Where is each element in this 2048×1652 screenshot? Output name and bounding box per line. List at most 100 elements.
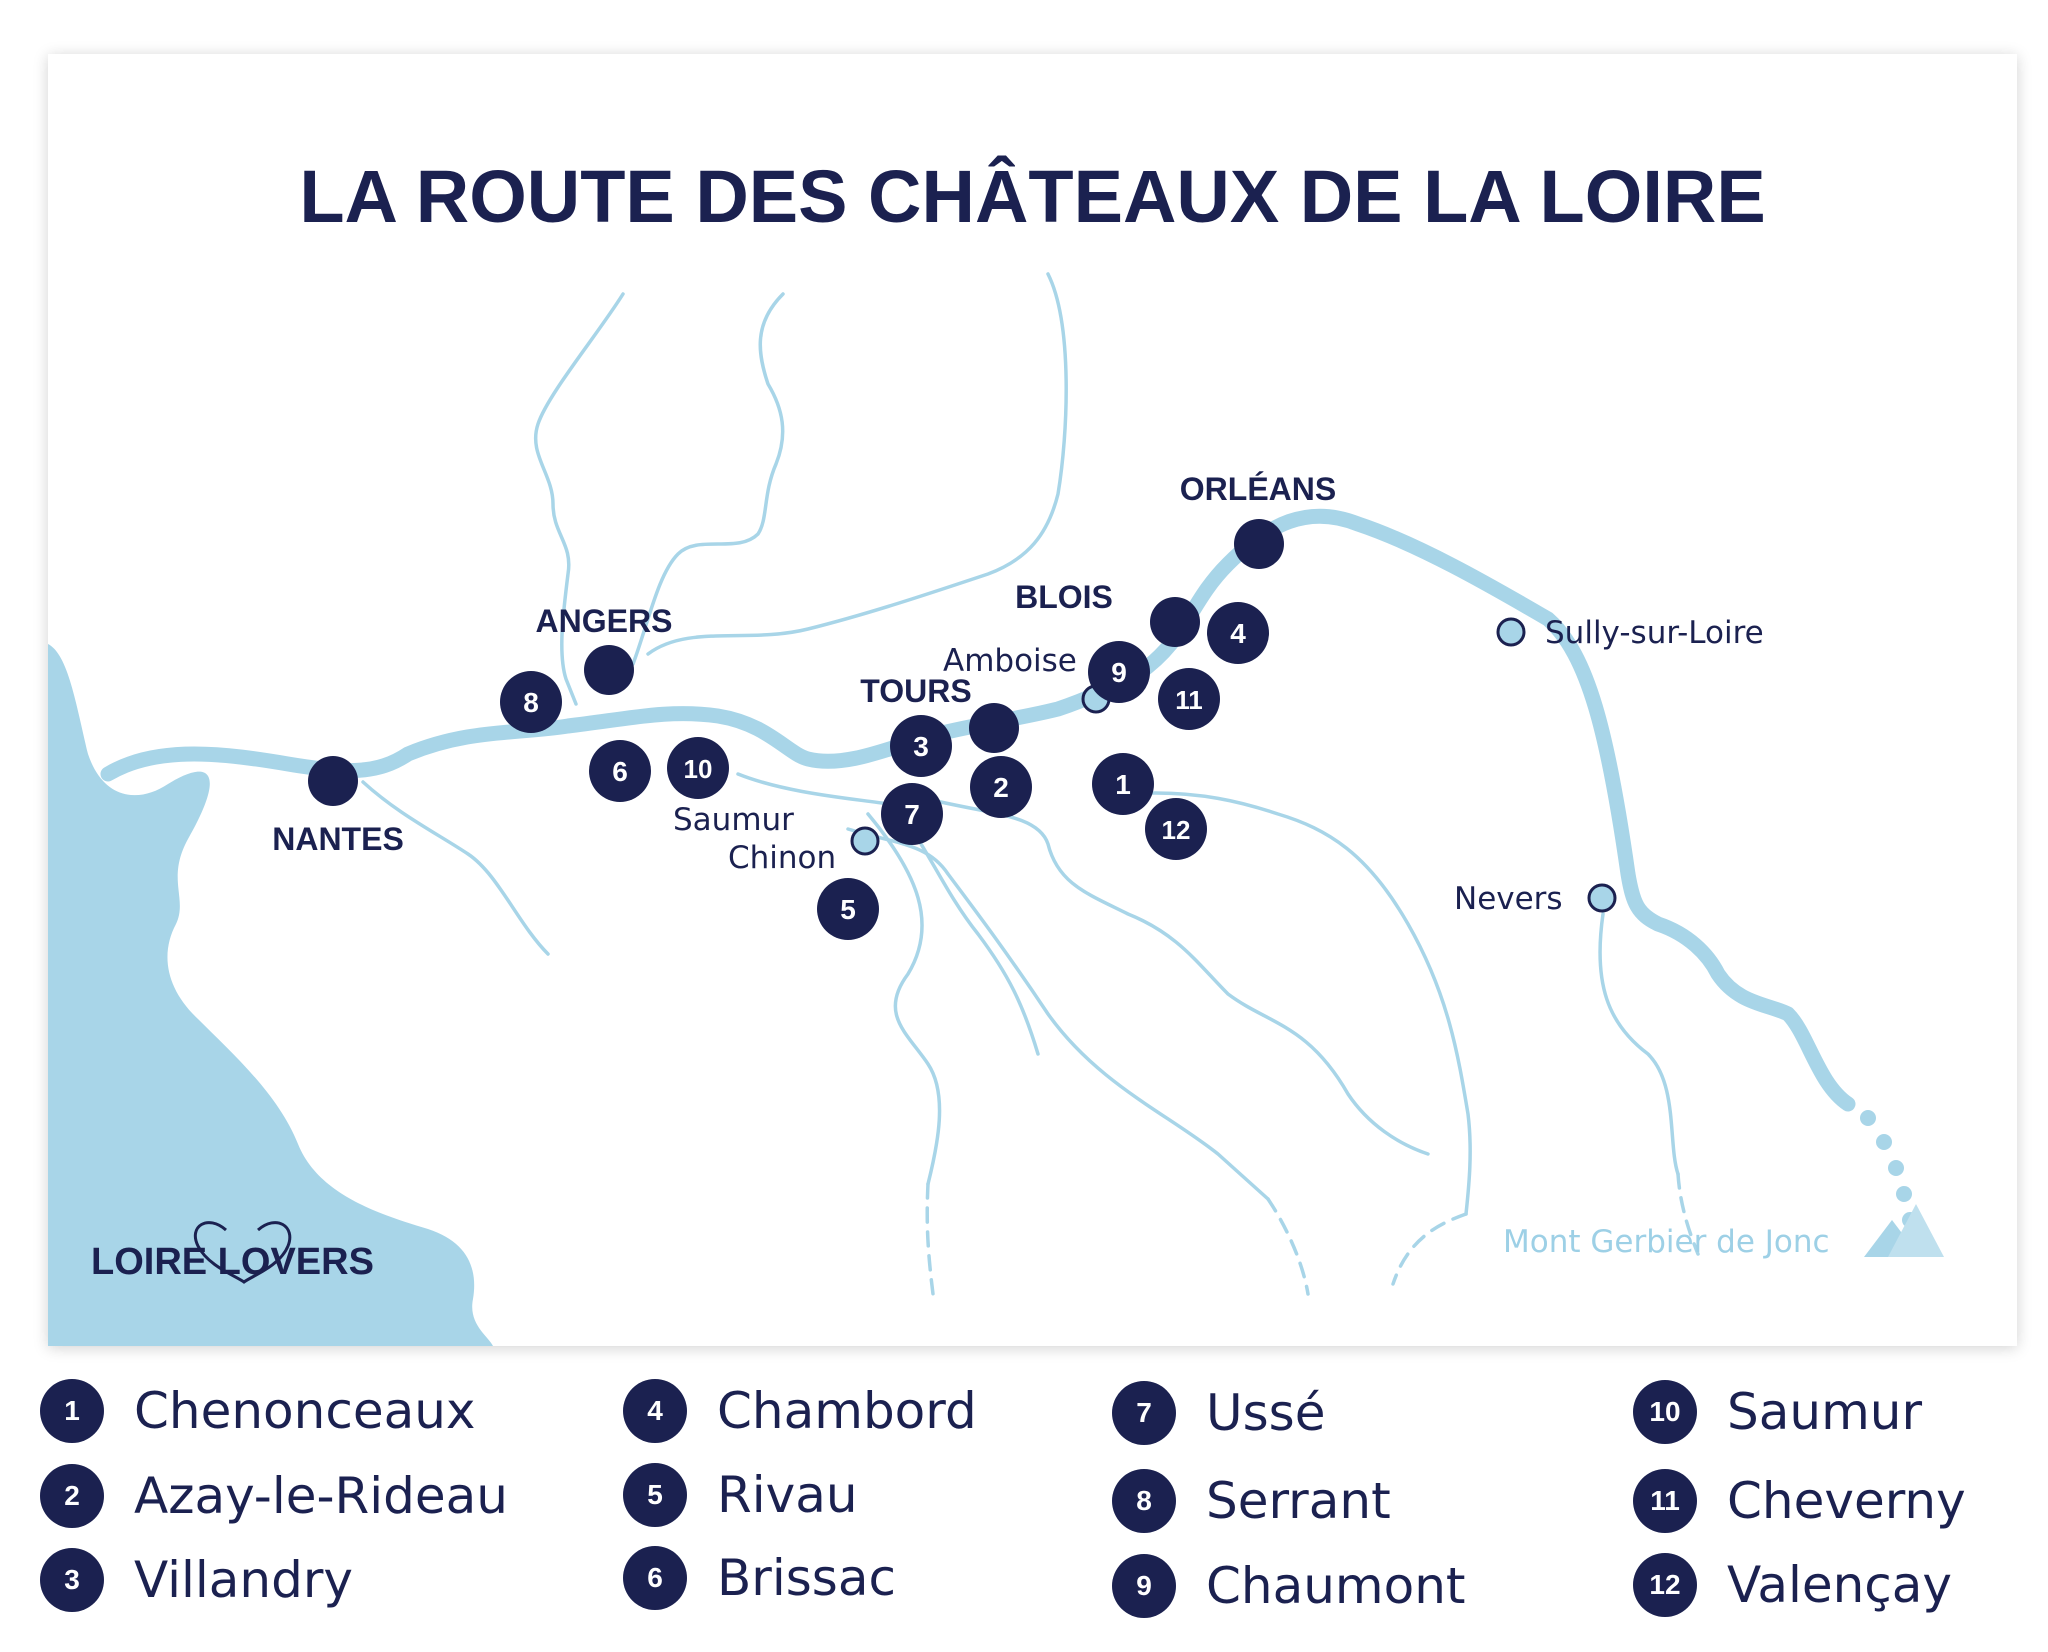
dashed-creuse	[1266, 1197, 1310, 1296]
map-badge-11[interactable]: 11	[1158, 668, 1220, 730]
legend-name: Brissac	[717, 1549, 896, 1607]
legend-item-7[interactable]: 7 Ussé	[1112, 1377, 1325, 1449]
city-dot-blois	[1150, 597, 1200, 647]
legend-item-12[interactable]: 12 Valençay	[1633, 1549, 1952, 1621]
legend-item-3[interactable]: 3 Villandry	[40, 1544, 353, 1616]
tributary-left-nantes	[361, 780, 550, 956]
legend-badge: 4	[623, 1379, 687, 1443]
legend-item-10[interactable]: 10 Saumur	[1633, 1376, 1922, 1448]
legend-item-5[interactable]: 5 Rivau	[623, 1459, 858, 1531]
map-badge-5[interactable]: 5	[817, 878, 879, 940]
svg-text:8: 8	[523, 687, 539, 718]
loire-dotted-tail	[1860, 1110, 1918, 1228]
svg-text:2: 2	[993, 772, 1009, 803]
svg-text:12: 12	[1162, 815, 1191, 845]
legend-badge: 11	[1633, 1469, 1697, 1533]
dashed-cher	[1391, 1212, 1468, 1286]
tributary-cher	[1126, 791, 1472, 1216]
legend-badge: 3	[40, 1548, 104, 1612]
legend-item-11[interactable]: 11 Cheverny	[1633, 1465, 1966, 1537]
legend-item-6[interactable]: 6 Brissac	[623, 1542, 896, 1614]
map-badge-8[interactable]: 8	[500, 671, 562, 733]
svg-text:1: 1	[1115, 769, 1131, 800]
city-label-tours: TOURS	[860, 673, 971, 709]
svg-text:3: 3	[913, 731, 929, 762]
legend-badge: 8	[1112, 1469, 1176, 1533]
legend-name: Villandry	[134, 1551, 353, 1609]
source-label: Mont Gerbier de Jonc	[1503, 1224, 1830, 1260]
svg-text:6: 6	[612, 756, 628, 787]
map-badge-2[interactable]: 2	[970, 756, 1032, 818]
legend-badge: 9	[1112, 1554, 1176, 1618]
dashed-allier	[1676, 1172, 1700, 1256]
legend-badge: 12	[1633, 1553, 1697, 1617]
map-badge-3[interactable]: 3	[890, 715, 952, 777]
map-badge-1[interactable]: 1	[1092, 753, 1154, 815]
svg-text:10: 10	[684, 754, 713, 784]
city-dot-orleans	[1234, 519, 1284, 569]
tributary-vienne	[866, 812, 942, 1186]
dashed-vienne	[925, 1182, 935, 1296]
tributary-loir	[646, 272, 1068, 656]
legend-badge: 5	[623, 1463, 687, 1527]
tributary-allier	[1598, 912, 1680, 1176]
city-label-angers: ANGERS	[536, 603, 673, 639]
legend-name: Chaumont	[1206, 1557, 1466, 1615]
legend-item-1[interactable]: 1 Chenonceaux	[40, 1375, 476, 1447]
svg-text:4: 4	[1230, 618, 1246, 649]
map-badge-12[interactable]: 12	[1145, 798, 1207, 860]
town-label-nevers: Nevers	[1454, 881, 1563, 917]
tributary-indre	[926, 797, 1430, 1156]
legend-name: Serrant	[1206, 1472, 1391, 1530]
legend-badge: 1	[40, 1379, 104, 1443]
map-badge-4[interactable]: 4	[1207, 602, 1269, 664]
legend-name: Azay-le-Rideau	[134, 1467, 508, 1525]
map-badge-10[interactable]: 10	[667, 737, 729, 799]
city-dot-tours	[969, 703, 1019, 753]
town-dot-chinon	[850, 826, 880, 856]
legend-name: Saumur	[1727, 1383, 1923, 1441]
town-label-sully: Sully-sur-Loire	[1545, 615, 1764, 651]
svg-text:7: 7	[904, 799, 920, 830]
town-dot-nevers	[1587, 883, 1617, 913]
legend-item-9[interactable]: 9 Chaumont	[1112, 1550, 1466, 1622]
map-badge-6[interactable]: 6	[589, 740, 651, 802]
map-badge-7[interactable]: 7	[881, 783, 943, 845]
legend-badge: 6	[623, 1546, 687, 1610]
legend-name: Cheverny	[1727, 1472, 1966, 1530]
legend-name: Rivau	[717, 1466, 858, 1524]
atlantic-sea	[48, 644, 493, 1346]
legend-name: Valençay	[1727, 1556, 1953, 1614]
city-label-blois: BLOIS	[1015, 579, 1113, 615]
town-label-saumur: Saumur	[673, 802, 794, 838]
tributary-sarthe	[631, 292, 785, 666]
map-canvas: 1 2 3 4 5 6 7	[48, 272, 1944, 1346]
legend-item-4[interactable]: 4 Chambord	[623, 1375, 977, 1447]
mountain-icon	[1864, 1204, 1944, 1257]
city-dot-angers	[584, 645, 634, 695]
city-label-orleans: ORLÉANS	[1180, 471, 1336, 507]
city-dot-nantes	[308, 756, 358, 806]
chateau-badges: 1 2 3 4 5 6 7	[500, 602, 1269, 940]
legend-item-2[interactable]: 2 Azay-le-Rideau	[40, 1460, 508, 1532]
legend-badge: 2	[40, 1464, 104, 1528]
loire-lovers-logo: LOIRE LOVERS	[91, 1221, 374, 1284]
tributary-mayenne	[533, 292, 625, 706]
town-label-amboise: Amboise	[943, 643, 1077, 679]
legend-badge: 7	[1112, 1381, 1176, 1445]
legend-name: Chambord	[717, 1382, 977, 1440]
svg-text:9: 9	[1111, 657, 1127, 688]
svg-text:11: 11	[1175, 685, 1203, 715]
town-label-chinon: Chinon	[728, 840, 836, 876]
map-badge-9[interactable]: 9	[1088, 641, 1150, 703]
town-dot-sully	[1496, 617, 1526, 647]
svg-text:5: 5	[840, 894, 856, 925]
city-label-nantes: NANTES	[272, 821, 404, 857]
tributary-creuse	[846, 827, 1270, 1201]
map-card: 1 2 3 4 5 6 7	[48, 54, 2017, 1346]
legend-name: Ussé	[1206, 1384, 1326, 1442]
page-title: LA ROUTE DES CHÂTEAUX DE LA LOIRE	[299, 155, 1766, 238]
legend-name: Chenonceaux	[134, 1382, 476, 1440]
legend-item-8[interactable]: 8 Serrant	[1112, 1465, 1391, 1537]
legend-badge: 10	[1633, 1380, 1697, 1444]
